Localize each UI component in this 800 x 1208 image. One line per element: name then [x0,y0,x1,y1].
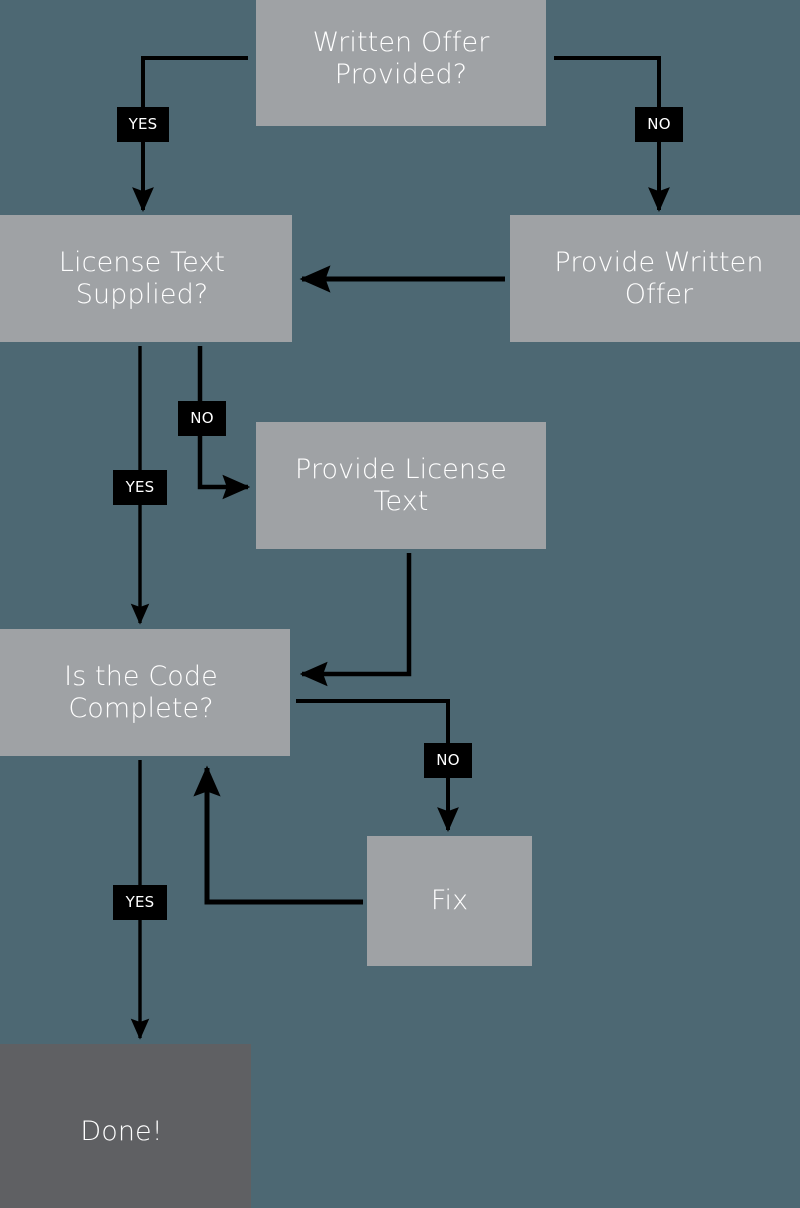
edge-label-wo-no: NO [635,107,683,142]
edge-label-lt-yes: YES [113,470,167,505]
node-provide-license-text[interactable]: Provide License Text [256,422,546,549]
edge-provide-license-to-code-complete [299,553,412,687]
node-license-text-supplied[interactable]: License Text Supplied? [0,215,292,342]
edge-label-wo-yes: YES [117,107,169,142]
node-fix[interactable]: Fix [367,836,532,966]
node-provide-written-offer[interactable]: Provide Written Offer [510,215,800,342]
node-written-offer-provided[interactable]: Written Offer Provided? [256,0,546,126]
node-is-the-code-complete[interactable]: Is the Code Complete? [0,629,290,756]
node-label-fix: Fix [430,885,469,917]
node-label-done: Done! [80,1116,163,1148]
edge-label-lt-no: NO [178,401,226,436]
node-label-license-text-supplied: License Text Supplied? [58,246,226,310]
edge-label-cc-no: NO [424,743,472,778]
edge-label-cc-yes: YES [113,885,167,920]
node-label-provide-license-text: Provide License Text [295,453,507,517]
edge-fix-to-code-complete [193,765,363,905]
node-label-is-the-code-complete: Is the Code Complete? [64,660,218,724]
node-label-provide-written-offer: Provide Written Offer [554,246,764,310]
node-done[interactable]: Done! [0,1044,251,1208]
node-label-written-offer-provided: Written Offer Provided? [312,27,490,90]
